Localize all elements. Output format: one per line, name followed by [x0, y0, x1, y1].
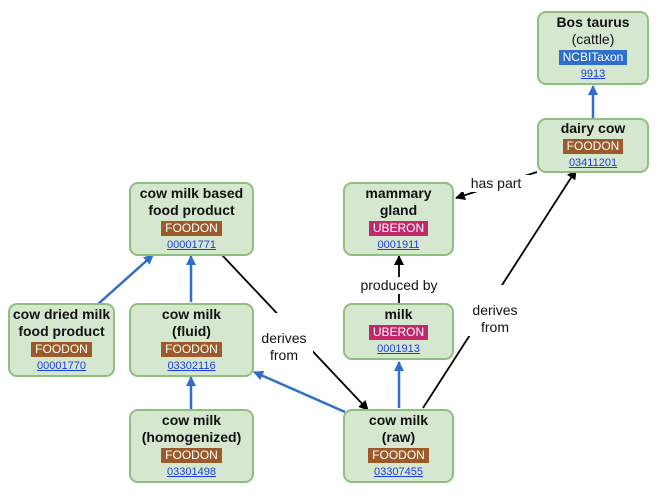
edge-dried-to-cowmilkbased	[96, 254, 154, 306]
node-id-link[interactable]: 03301498	[167, 466, 216, 478]
node-subtitle: (cattle)	[571, 31, 615, 47]
source-badge: UBERON	[368, 221, 429, 236]
node-cow-milk-homogenized[interactable]: cow milk (homogenized) FOODON 03301498	[129, 409, 254, 483]
node-cow-milk-fluid[interactable]: cow milk (fluid) FOODON 03302116	[129, 303, 254, 377]
node-title: cow milk (homogenized)	[141, 412, 242, 445]
node-title: mammary gland	[365, 185, 432, 218]
node-cow-dried-milk-food-product[interactable]: cow dried milk food product FOODON 00001…	[8, 303, 115, 377]
node-title: Bos taurus	[556, 14, 630, 30]
node-id-link[interactable]: 00001770	[37, 360, 86, 372]
source-badge: FOODON	[368, 448, 429, 463]
node-id-link[interactable]: 9913	[580, 68, 606, 80]
node-bos-taurus[interactable]: Bos taurus (cattle) NCBITaxon 9913	[537, 11, 649, 85]
source-badge: FOODON	[161, 221, 222, 236]
edge-label-derives-from-left: derives from	[255, 313, 313, 364]
edge-raw-to-fluid	[253, 370, 346, 414]
source-badge: NCBITaxon	[558, 50, 628, 65]
node-title: cow milk (fluid)	[161, 306, 222, 339]
node-id-link[interactable]: 00001771	[167, 239, 216, 251]
source-badge: FOODON	[562, 139, 624, 154]
derives-from-right-text: derives from	[472, 302, 518, 335]
node-cow-milk-based-food-product[interactable]: cow milk based food product FOODON 00001…	[129, 182, 254, 256]
node-milk[interactable]: milk UBERON 0001913	[343, 303, 454, 360]
source-badge: FOODON	[161, 342, 222, 357]
source-badge: UBERON	[368, 325, 429, 340]
node-title: cow milk based food product	[139, 185, 244, 218]
derives-from-left-text: derives from	[261, 330, 307, 363]
edge-label-produced-by: produced by	[354, 277, 444, 294]
node-cow-milk-raw[interactable]: cow milk (raw) FOODON 03307455	[343, 409, 454, 483]
node-dairy-cow[interactable]: dairy cow FOODON 03411201	[537, 118, 649, 173]
has-part-text: has part	[470, 175, 522, 191]
node-mammary-gland[interactable]: mammary gland UBERON 0001911	[343, 182, 454, 256]
edge-label-derives-from-right: derives from	[466, 285, 524, 336]
node-id-link[interactable]: 0001911	[377, 239, 420, 251]
node-title: milk	[384, 306, 413, 322]
produced-by-text: produced by	[360, 277, 438, 293]
node-id-link[interactable]: 03307455	[374, 466, 423, 478]
node-title: cow milk (raw)	[368, 412, 429, 445]
source-badge: FOODON	[161, 448, 222, 463]
node-id-link[interactable]: 03302116	[167, 360, 216, 372]
edge-label-has-part: has part	[462, 175, 530, 192]
node-id-link[interactable]: 0001913	[377, 343, 420, 355]
node-id-link[interactable]: 03411201	[568, 157, 618, 169]
node-title: cow dried milk food product	[12, 306, 111, 339]
source-badge: FOODON	[31, 342, 92, 357]
node-title: dairy cow	[560, 120, 626, 136]
